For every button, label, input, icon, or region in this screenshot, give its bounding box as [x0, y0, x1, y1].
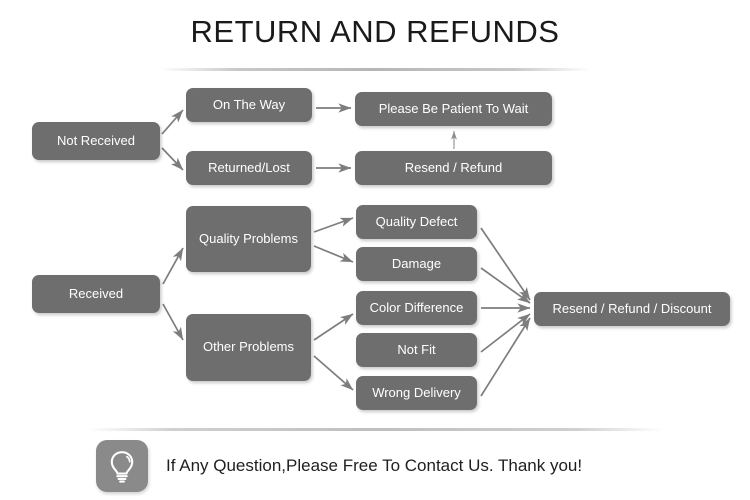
edge-damage-outcome: [480, 267, 531, 304]
edge-received-quality-problems: [162, 247, 184, 285]
node-not-fit[interactable]: Not Fit: [356, 333, 477, 367]
node-damage[interactable]: Damage: [356, 247, 477, 281]
edge-quality-defect-outcome: [480, 227, 531, 301]
lightbulb-icon: [96, 440, 148, 492]
footer: If Any Question,Please Free To Contact U…: [96, 440, 582, 492]
edge-not-received-returned-lost: [161, 147, 184, 171]
node-received[interactable]: Received: [32, 275, 160, 313]
node-resend-refund[interactable]: Resend / Refund: [355, 151, 552, 185]
footer-text: If Any Question,Please Free To Contact U…: [166, 456, 583, 475]
edge-other-problems-color-difference: [313, 313, 354, 341]
edge-quality-problems-quality-defect: [313, 217, 354, 233]
node-not-received[interactable]: Not Received: [32, 122, 160, 160]
edge-other-problems-wrong-delivery: [313, 355, 354, 391]
edge-not-fit-outcome: [480, 313, 531, 353]
node-wrong-delivery[interactable]: Wrong Delivery: [356, 376, 477, 410]
node-quality-problems[interactable]: Quality Problems: [186, 206, 311, 272]
footer-divider: [88, 428, 663, 431]
edge-not-received-on-the-way: [161, 109, 184, 135]
node-other-problems[interactable]: Other Problems: [186, 314, 311, 381]
node-quality-defect[interactable]: Quality Defect: [356, 205, 477, 239]
title-divider: [160, 68, 590, 71]
page-title: RETURN AND REFUNDS: [190, 14, 560, 49]
edge-wrong-delivery-outcome: [480, 317, 531, 397]
node-resend-refund-discount[interactable]: Resend / Refund / Discount: [534, 292, 730, 326]
node-on-the-way[interactable]: On The Way: [186, 88, 312, 122]
node-please-be-patient-to-wait[interactable]: Please Be Patient To Wait: [355, 92, 552, 126]
edge-quality-problems-damage: [313, 245, 354, 263]
node-returned-lost[interactable]: Returned/Lost: [186, 151, 312, 185]
edge-received-other-problems: [162, 303, 184, 341]
node-color-difference[interactable]: Color Difference: [356, 291, 477, 325]
